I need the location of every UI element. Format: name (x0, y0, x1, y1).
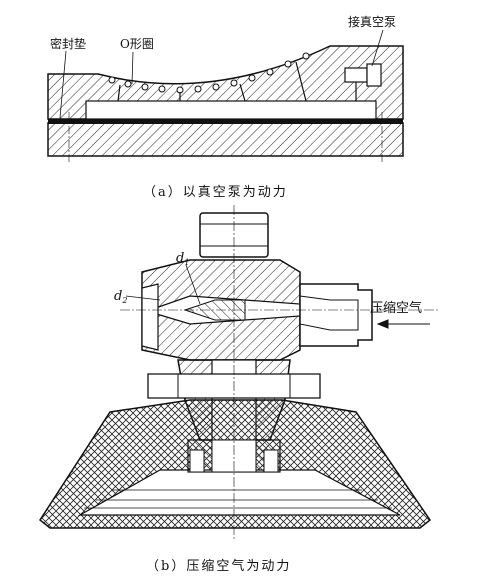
d1-main: d (176, 251, 185, 266)
compressed-air-ejector-cup (39, 205, 440, 540)
d2-label: d2 (114, 290, 127, 305)
o-ring-label: O形圈 (120, 37, 154, 51)
d2-sub: 2 (122, 296, 128, 305)
compressed-air-label: 压缩空气 (370, 301, 423, 316)
cup-cavity (85, 100, 377, 120)
seal-pad-label: 密封垫 (50, 37, 87, 51)
d2-main: d (114, 289, 123, 304)
seal-pad (48, 119, 403, 124)
vacuum-pump-label: 接真空泵 (348, 15, 397, 29)
d1-sub: 1 (184, 258, 190, 267)
suction-holes (117, 61, 307, 102)
vacuum-port (344, 63, 382, 101)
air-flow-arrow (376, 319, 430, 329)
figure-a-caption: （a）以真空泵为动力 (143, 185, 288, 200)
d1-label: d1 (176, 252, 189, 267)
vacuum-pump-suction-cup (47, 29, 404, 162)
left-cap (141, 283, 159, 351)
o-ring-beads (108, 52, 310, 94)
air-coupling (299, 283, 373, 347)
figure-b-caption: （b）压缩空气为动力 (146, 559, 292, 574)
base-plate (47, 122, 404, 157)
